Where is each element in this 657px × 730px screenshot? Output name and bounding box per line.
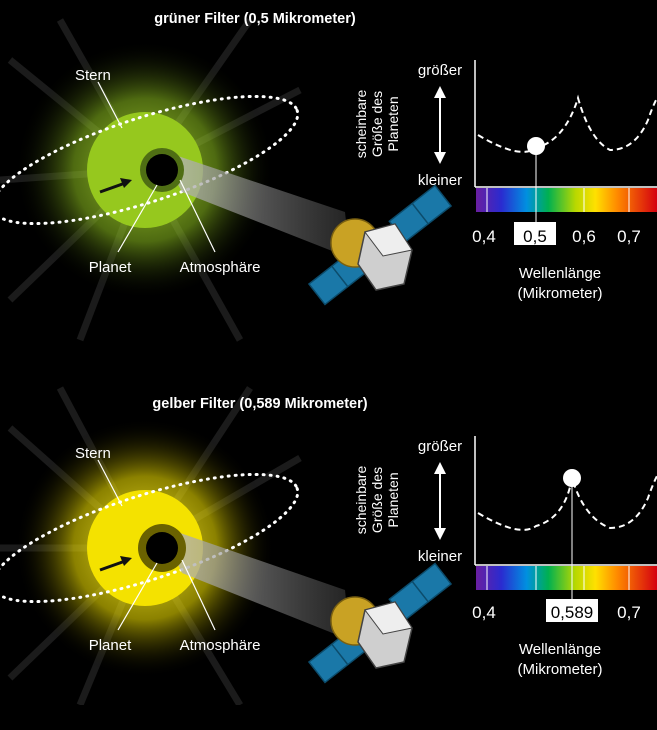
space-telescope (307, 184, 453, 306)
highlight-box (546, 599, 598, 622)
spectrum-ticks (486, 566, 630, 590)
orbit-arrow-head (120, 178, 132, 188)
light-beam (160, 526, 350, 640)
tick-label-1: 0,4 (472, 603, 496, 622)
y-axis-label-line1: scheinbare (353, 90, 369, 159)
tick-label-2: 0,5 (523, 227, 547, 246)
planet (146, 532, 178, 564)
star-pointer (97, 81, 123, 129)
atmosphere-label: Atmosphäre (180, 259, 261, 276)
planet-pointer (117, 184, 158, 253)
atmosphere-pointer (179, 179, 216, 253)
planet-label: Planet (89, 637, 132, 654)
x-axis-label-line1: Wellenlänge (519, 641, 601, 658)
y-arrow-up (434, 462, 446, 474)
y-arrow-down (434, 528, 446, 540)
panel-title: gelber Filter (0,589 Mikrometer) (152, 396, 367, 412)
y-axis-top-label: größer (418, 62, 462, 79)
tick-label-3: 0,6 (572, 227, 596, 246)
x-axis-label-line2: (Mikrometer) (518, 285, 603, 302)
planet (146, 154, 178, 186)
panel-title: grüner Filter (0,5 Mikrometer) (154, 11, 356, 27)
marker-point (527, 137, 545, 155)
star-pointer (97, 459, 123, 507)
y-axis-top-label: größer (418, 438, 462, 455)
x-axis-label-line2: (Mikrometer) (518, 661, 603, 678)
y-axis-label-line3: Planeten (385, 96, 401, 151)
tick-label-1: 0,4 (472, 227, 496, 246)
size-curve (477, 94, 657, 153)
planet-orbit (0, 94, 300, 226)
panel-yellow-filter: gelber Filter (0,589 Mikrometer) Stern P… (0, 378, 657, 730)
light-beam (160, 150, 350, 258)
spectrum-bar (476, 188, 657, 212)
y-axis-label-line2: Größe des (369, 91, 385, 157)
planet-pointer (117, 562, 158, 631)
orbit-arrow-head (120, 556, 132, 566)
size-chart: scheinbare Größe des Planeten größer kle… (353, 436, 657, 678)
star-label: Stern (75, 67, 111, 84)
y-axis-label-line3: Planeten (385, 472, 401, 527)
y-arrow-down (434, 152, 446, 164)
yellow-filter-diagram: gelber Filter (0,589 Mikrometer) Stern P… (0, 386, 657, 705)
tick-label-4: 0,7 (617, 227, 641, 246)
tick-label-3: 0,7 (617, 603, 641, 622)
planet-label: Planet (89, 259, 132, 276)
atmosphere-label: Atmosphäre (180, 637, 261, 654)
tick-label-2: 0,589 (551, 603, 594, 622)
planet-orbit (0, 472, 300, 604)
y-arrow-up (434, 86, 446, 98)
atmosphere-pointer (181, 559, 216, 631)
highlight-box (514, 222, 556, 245)
size-curve (477, 475, 657, 531)
x-axis-label-line1: Wellenlänge (519, 265, 601, 282)
size-chart: scheinbare Größe des Planeten größer kle… (353, 60, 657, 302)
green-filter-diagram: grüner Filter (0,5 Mikrometer) Stern Pla… (0, 11, 657, 342)
y-axis-bottom-label: kleiner (418, 172, 462, 189)
spectrum-bar (476, 566, 657, 590)
panel-green-filter: grüner Filter (0,5 Mikrometer) Stern Pla… (0, 0, 657, 352)
y-axis-bottom-label: kleiner (418, 548, 462, 565)
y-axis-label-line1: scheinbare (353, 466, 369, 535)
y-axis-label-line2: Größe des (369, 467, 385, 533)
star-label: Stern (75, 445, 111, 462)
marker-point (563, 469, 581, 487)
space-telescope (307, 562, 453, 684)
